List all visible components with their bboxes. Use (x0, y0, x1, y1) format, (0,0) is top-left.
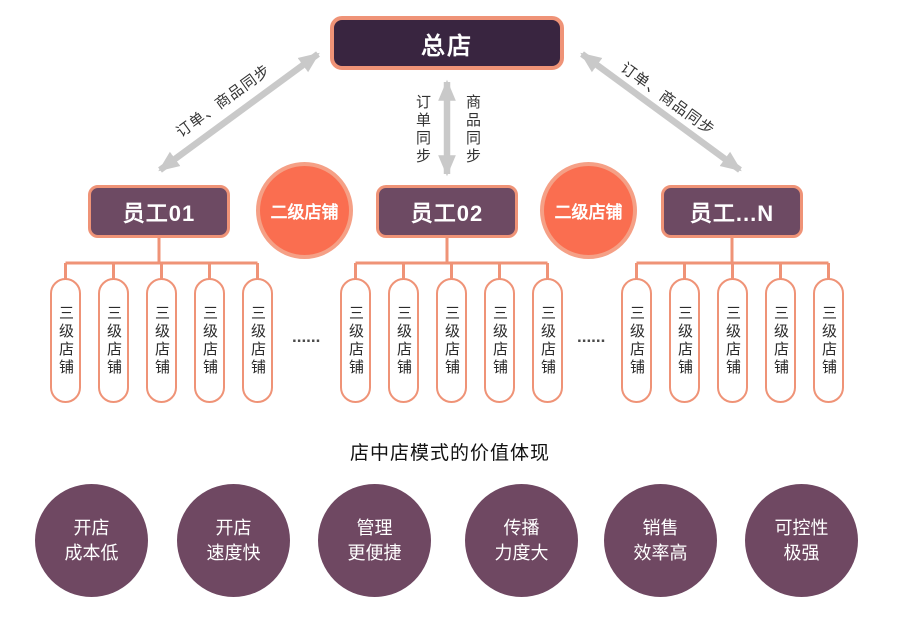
value-circle-low-cost: 开店 成本低 (35, 484, 148, 597)
level3-store-pill: 三级店铺 (621, 278, 652, 403)
value-circle-strong-reach: 传播 力度大 (465, 484, 578, 597)
value-line: 效率高 (633, 542, 688, 563)
level3-store-group-3: 三级店铺 三级店铺 三级店铺 三级店铺 三级店铺 (621, 278, 844, 403)
level3-store-pill: 三级店铺 (340, 278, 371, 403)
employee-node-n: 员工...N (661, 185, 803, 238)
value-line: 管理 (356, 518, 393, 539)
level3-store-pill: 三级店铺 (813, 278, 844, 403)
level3-store-pill: 三级店铺 (717, 278, 748, 403)
value-circle-easy-manage: 管理 更便捷 (318, 484, 431, 597)
tree-connectors (64, 238, 830, 279)
value-line: 成本低 (64, 542, 119, 563)
level3-store-pill: 三级店铺 (388, 278, 419, 403)
level3-store-pill: 三级店铺 (436, 278, 467, 403)
ellipsis-left: ...... (292, 327, 321, 346)
value-line: 销售 (642, 518, 679, 539)
value-line: 更便捷 (347, 542, 402, 563)
level3-store-pill: 三级店铺 (146, 278, 177, 403)
values-section-title: 店中店模式的价值体现 (349, 443, 550, 464)
value-line: 传播 (503, 518, 540, 539)
employee-node-01: 员工01 (88, 185, 230, 238)
value-line: 开店 (73, 518, 110, 539)
value-circle-controllable: 可控性 极强 (745, 484, 858, 597)
level2-store-circle: 二级店铺 (540, 162, 637, 259)
level3-store-pill: 三级店铺 (242, 278, 273, 403)
level3-store-pill: 三级店铺 (765, 278, 796, 403)
employee-node-02: 员工02 (376, 185, 518, 238)
value-circle-fast-open: 开店 速度快 (177, 484, 290, 597)
level3-store-pill: 三级店铺 (194, 278, 225, 403)
value-line: 可控性 (774, 518, 829, 539)
value-line: 速度快 (206, 542, 261, 563)
level3-store-pill: 三级店铺 (50, 278, 81, 403)
sync-label-goods: 商品同步 (464, 94, 481, 166)
ellipsis-right: ...... (577, 327, 606, 346)
head-store-node: 总店 (330, 16, 564, 70)
value-circle-high-sales: 销售 效率高 (604, 484, 717, 597)
sync-label-order: 订单同步 (414, 94, 431, 166)
sync-arrows (158, 51, 742, 177)
value-line: 开店 (215, 518, 252, 539)
level3-store-pill: 三级店铺 (484, 278, 515, 403)
level3-store-group-1: 三级店铺 三级店铺 三级店铺 三级店铺 三级店铺 (50, 278, 273, 403)
value-line: 力度大 (494, 542, 549, 563)
level3-store-group-2: 三级店铺 三级店铺 三级店铺 三级店铺 三级店铺 (340, 278, 563, 403)
level2-store-circle: 二级店铺 (256, 162, 353, 259)
level3-store-pill: 三级店铺 (669, 278, 700, 403)
value-line: 极强 (783, 542, 820, 563)
level3-store-pill: 三级店铺 (532, 278, 563, 403)
level3-store-pill: 三级店铺 (98, 278, 129, 403)
